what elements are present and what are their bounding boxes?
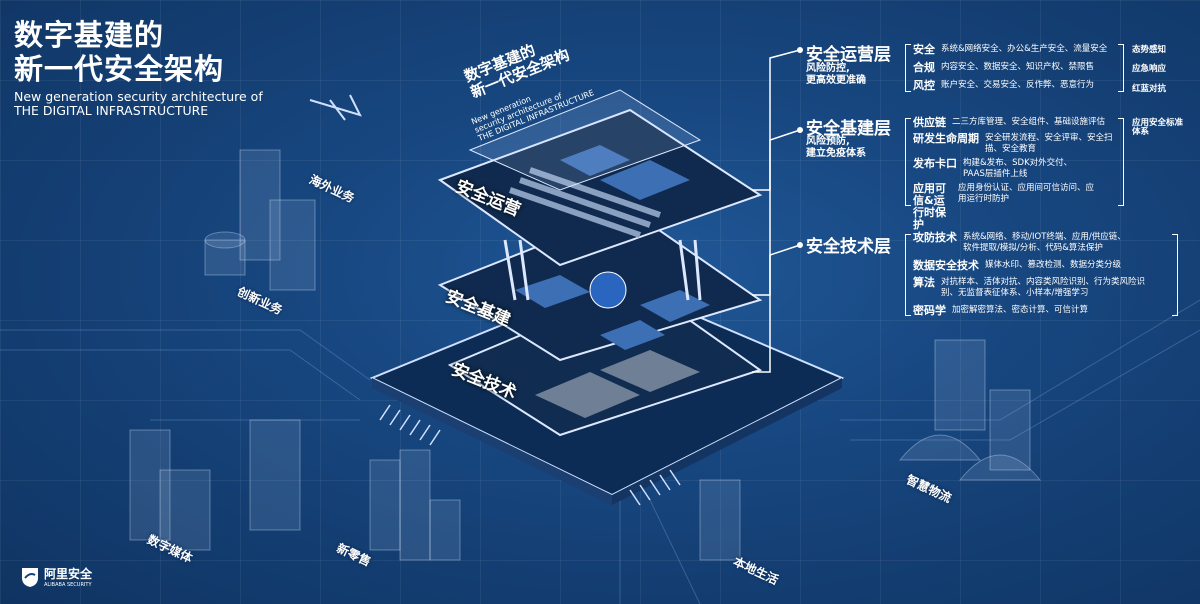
bracket [905,44,911,92]
row-key: 合规 [913,61,935,74]
tech-row: 攻防技术系统&网络、移动/IOT终端、应用/供应链、软件提取/模拟/分析、代码&… [913,232,1128,254]
ops-layer-subtitle: 风险防控,更高效更准确 [806,63,866,87]
logo-en: ALIBABA SECURITY [44,582,92,588]
ops-row: 合规内容安全、数据安全、知识产权、禁限售 [913,62,1094,73]
row-value: 加密解密算法、密态计算、可信计算 [952,305,1089,315]
row-value: 构建&发布、SDK对外交付、PAAS层插件上线 [963,158,1073,179]
ops-side-item: 红蓝对抗 [1132,84,1167,94]
logo-cn: 阿里安全 [44,567,93,581]
infra-row: 研发生命周期安全研发流程、安全评审、安全扫描、安全教育 [913,133,1118,155]
infra-row: 应用可信&运行时保护应用身份认证、应用间可信访问、应用运行时防护 [913,183,1098,231]
ops-side-item: 应急响应 [1132,64,1167,74]
row-key: 供应链 [913,116,946,129]
row-value: 媒体水印、篡改检测、数据分类分级 [985,260,1122,270]
row-key: 研发生命周期 [913,132,979,145]
layer-ops [437,108,763,267]
infra-side-item: 体系 [1132,127,1150,137]
tech-row: 密码学加密解密算法、密态计算、可信计算 [913,305,1153,316]
row-key: 应用可信&运行时保护 [913,182,946,231]
infra-sub1: 风险预防, [806,136,850,147]
buildings [129,149,1042,561]
row-key: 发布卡口 [913,157,957,170]
row-key: 密码学 [913,304,946,317]
bracket [1172,234,1178,316]
subtitle-en1: New generation security architecture of [14,89,263,104]
chip-pins [379,404,681,506]
infra-side-item: 应用安全标准 [1132,118,1184,128]
row-value: 对抗样本、活体对抗、内容类风险识别、行为类风险识别、无监督表征体系、小样本/增强… [941,277,1146,298]
bracket [905,234,911,316]
row-key: 算法 [913,276,935,289]
infra-layer-subtitle: 风险预防,建立免疫体系 [806,136,866,160]
connector-lines [752,49,801,373]
page-title: 数字基建的新一代安全架构 [14,18,224,86]
infra-row: 供应链二三方库管理、安全组件、基础设施评估 [913,117,1118,128]
subtitle-en2: THE DIGITAL INFRASTRUCTURE [14,103,209,118]
ops-row: 安全系统&网络安全、办公&生产安全、流量安全 [913,44,1107,55]
row-value: 安全研发流程、安全评审、安全扫描、安全教育 [985,133,1113,154]
row-value: 账户安全、交易安全、反作弊、恶意行为 [941,80,1095,90]
globe-icon [589,271,627,309]
ops-layer-title: 安全运营层 [806,45,891,65]
ops-sub2: 更高效更准确 [806,75,866,86]
row-key: 攻防技术 [913,231,957,244]
tech-row: 算法对抗样本、活体对抗、内容类风险识别、行为类风险识别、无监督表征体系、小样本/… [913,277,1158,299]
row-value: 应用身份认证、应用间可信访问、应用运行时防护 [957,183,1094,204]
title-line2: 新一代安全架构 [14,52,225,86]
row-key: 风控 [913,79,935,92]
row-key: 数据安全技术 [913,259,979,272]
infra-layer-title: 安全基建层 [806,119,891,139]
crane-icon [503,239,702,301]
infra-row: 发布卡口构建&发布、SDK对外交付、PAAS层插件上线 [913,158,1078,180]
bracket [1118,44,1124,92]
infra-sub2: 建立免疫体系 [806,148,866,159]
bracket [905,118,911,206]
bracket [1118,118,1124,206]
row-value: 系统&网络安全、办公&生产安全、流量安全 [941,44,1108,54]
ops-row: 风控账户安全、交易安全、反作弊、恶意行为 [913,80,1094,91]
tech-layer-title: 安全技术层 [806,237,891,257]
ops-side-item: 态势感知 [1132,45,1167,55]
ops-sub1: 风险防控, [806,63,850,74]
shield-icon [22,567,38,587]
title-line1: 数字基建的 [14,18,165,52]
tech-row: 数据安全技术媒体水印、篡改检测、数据分类分级 [913,260,1153,271]
airplane-icon [309,94,362,121]
row-value: 二三方库管理、安全组件、基础设施评估 [952,117,1106,127]
chip-cover [468,89,702,191]
row-key: 安全 [913,43,935,56]
row-value: 内容安全、数据安全、知识产权、禁限售 [941,62,1095,72]
row-value: 系统&网络、移动/IOT终端、应用/供应链、软件提取/模拟/分析、代码&算法保护 [963,232,1126,253]
